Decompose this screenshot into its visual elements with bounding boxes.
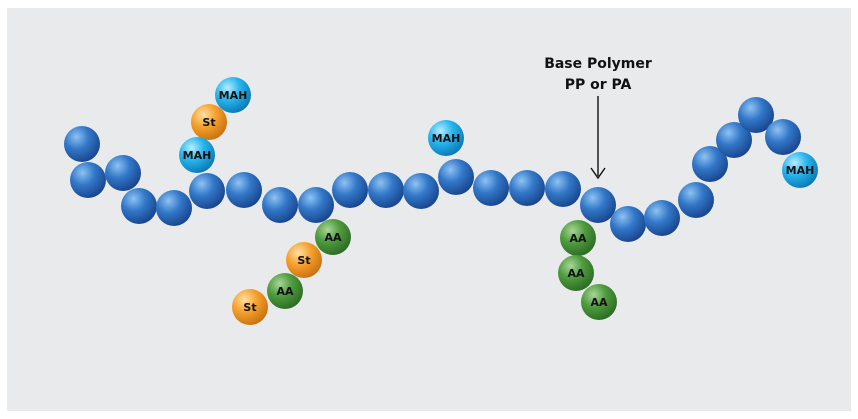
right-bottom-graft: AA AA AA <box>558 220 617 320</box>
polymer-bead <box>692 146 728 182</box>
styrene-bead <box>286 242 322 278</box>
left-top-graft: MAH St MAH <box>179 77 251 173</box>
styrene-bead <box>232 289 268 325</box>
polymer-bead <box>545 171 581 207</box>
polymer-bead <box>716 122 752 158</box>
mah-label: MAH <box>786 164 815 177</box>
polymer-bead <box>644 200 680 236</box>
polymer-bead <box>738 97 774 133</box>
mah-bead <box>782 152 818 188</box>
polymer-bead <box>765 119 801 155</box>
polymer-bead <box>332 172 368 208</box>
polymer-bead <box>473 170 509 206</box>
polymer-bead <box>189 173 225 209</box>
aa-label: AA <box>276 285 294 298</box>
mah-bead <box>428 120 464 156</box>
mah-label: MAH <box>432 132 461 145</box>
mah-bead <box>215 77 251 113</box>
aa-label: AA <box>569 232 587 245</box>
polymer-bead <box>64 126 100 162</box>
polymer-bead <box>121 188 157 224</box>
annotation-arrow <box>590 96 606 180</box>
polymer-bead <box>368 172 404 208</box>
polymer-bead <box>105 155 141 191</box>
aa-label: AA <box>324 231 342 244</box>
polymer-bead <box>678 182 714 218</box>
polymer-bead <box>610 206 646 242</box>
acrylic-acid-bead <box>267 273 303 309</box>
polymer-bead <box>226 172 262 208</box>
annotation-line-1: Base Polymer <box>544 56 652 72</box>
mah-label: MAH <box>219 89 248 102</box>
styrene-bead <box>191 104 227 140</box>
base-polymer-chain <box>64 97 801 242</box>
polymer-bead <box>156 190 192 226</box>
polymer-bead <box>438 159 474 195</box>
aa-label: AA <box>567 267 585 280</box>
acrylic-acid-bead <box>581 284 617 320</box>
st-label: St <box>297 254 310 267</box>
mah-bead <box>179 137 215 173</box>
middle-mah-graft: MAH <box>428 120 464 156</box>
polymer-bead <box>262 187 298 223</box>
acrylic-acid-bead <box>315 219 351 255</box>
mah-label: MAH <box>183 149 212 162</box>
acrylic-acid-bead <box>558 255 594 291</box>
st-label: St <box>202 116 215 129</box>
acrylic-acid-bead <box>560 220 596 256</box>
aa-label: AA <box>590 296 608 309</box>
annotation-line-2: PP or PA <box>565 77 632 93</box>
polymer-bead <box>509 170 545 206</box>
polymer-bead <box>298 187 334 223</box>
left-bottom-graft: AA St AA St <box>232 219 351 325</box>
polymer-bead <box>403 173 439 209</box>
polymer-bead <box>70 162 106 198</box>
right-mah-graft: MAH <box>782 152 818 188</box>
st-label: St <box>243 301 256 314</box>
polymer-bead <box>580 187 616 223</box>
